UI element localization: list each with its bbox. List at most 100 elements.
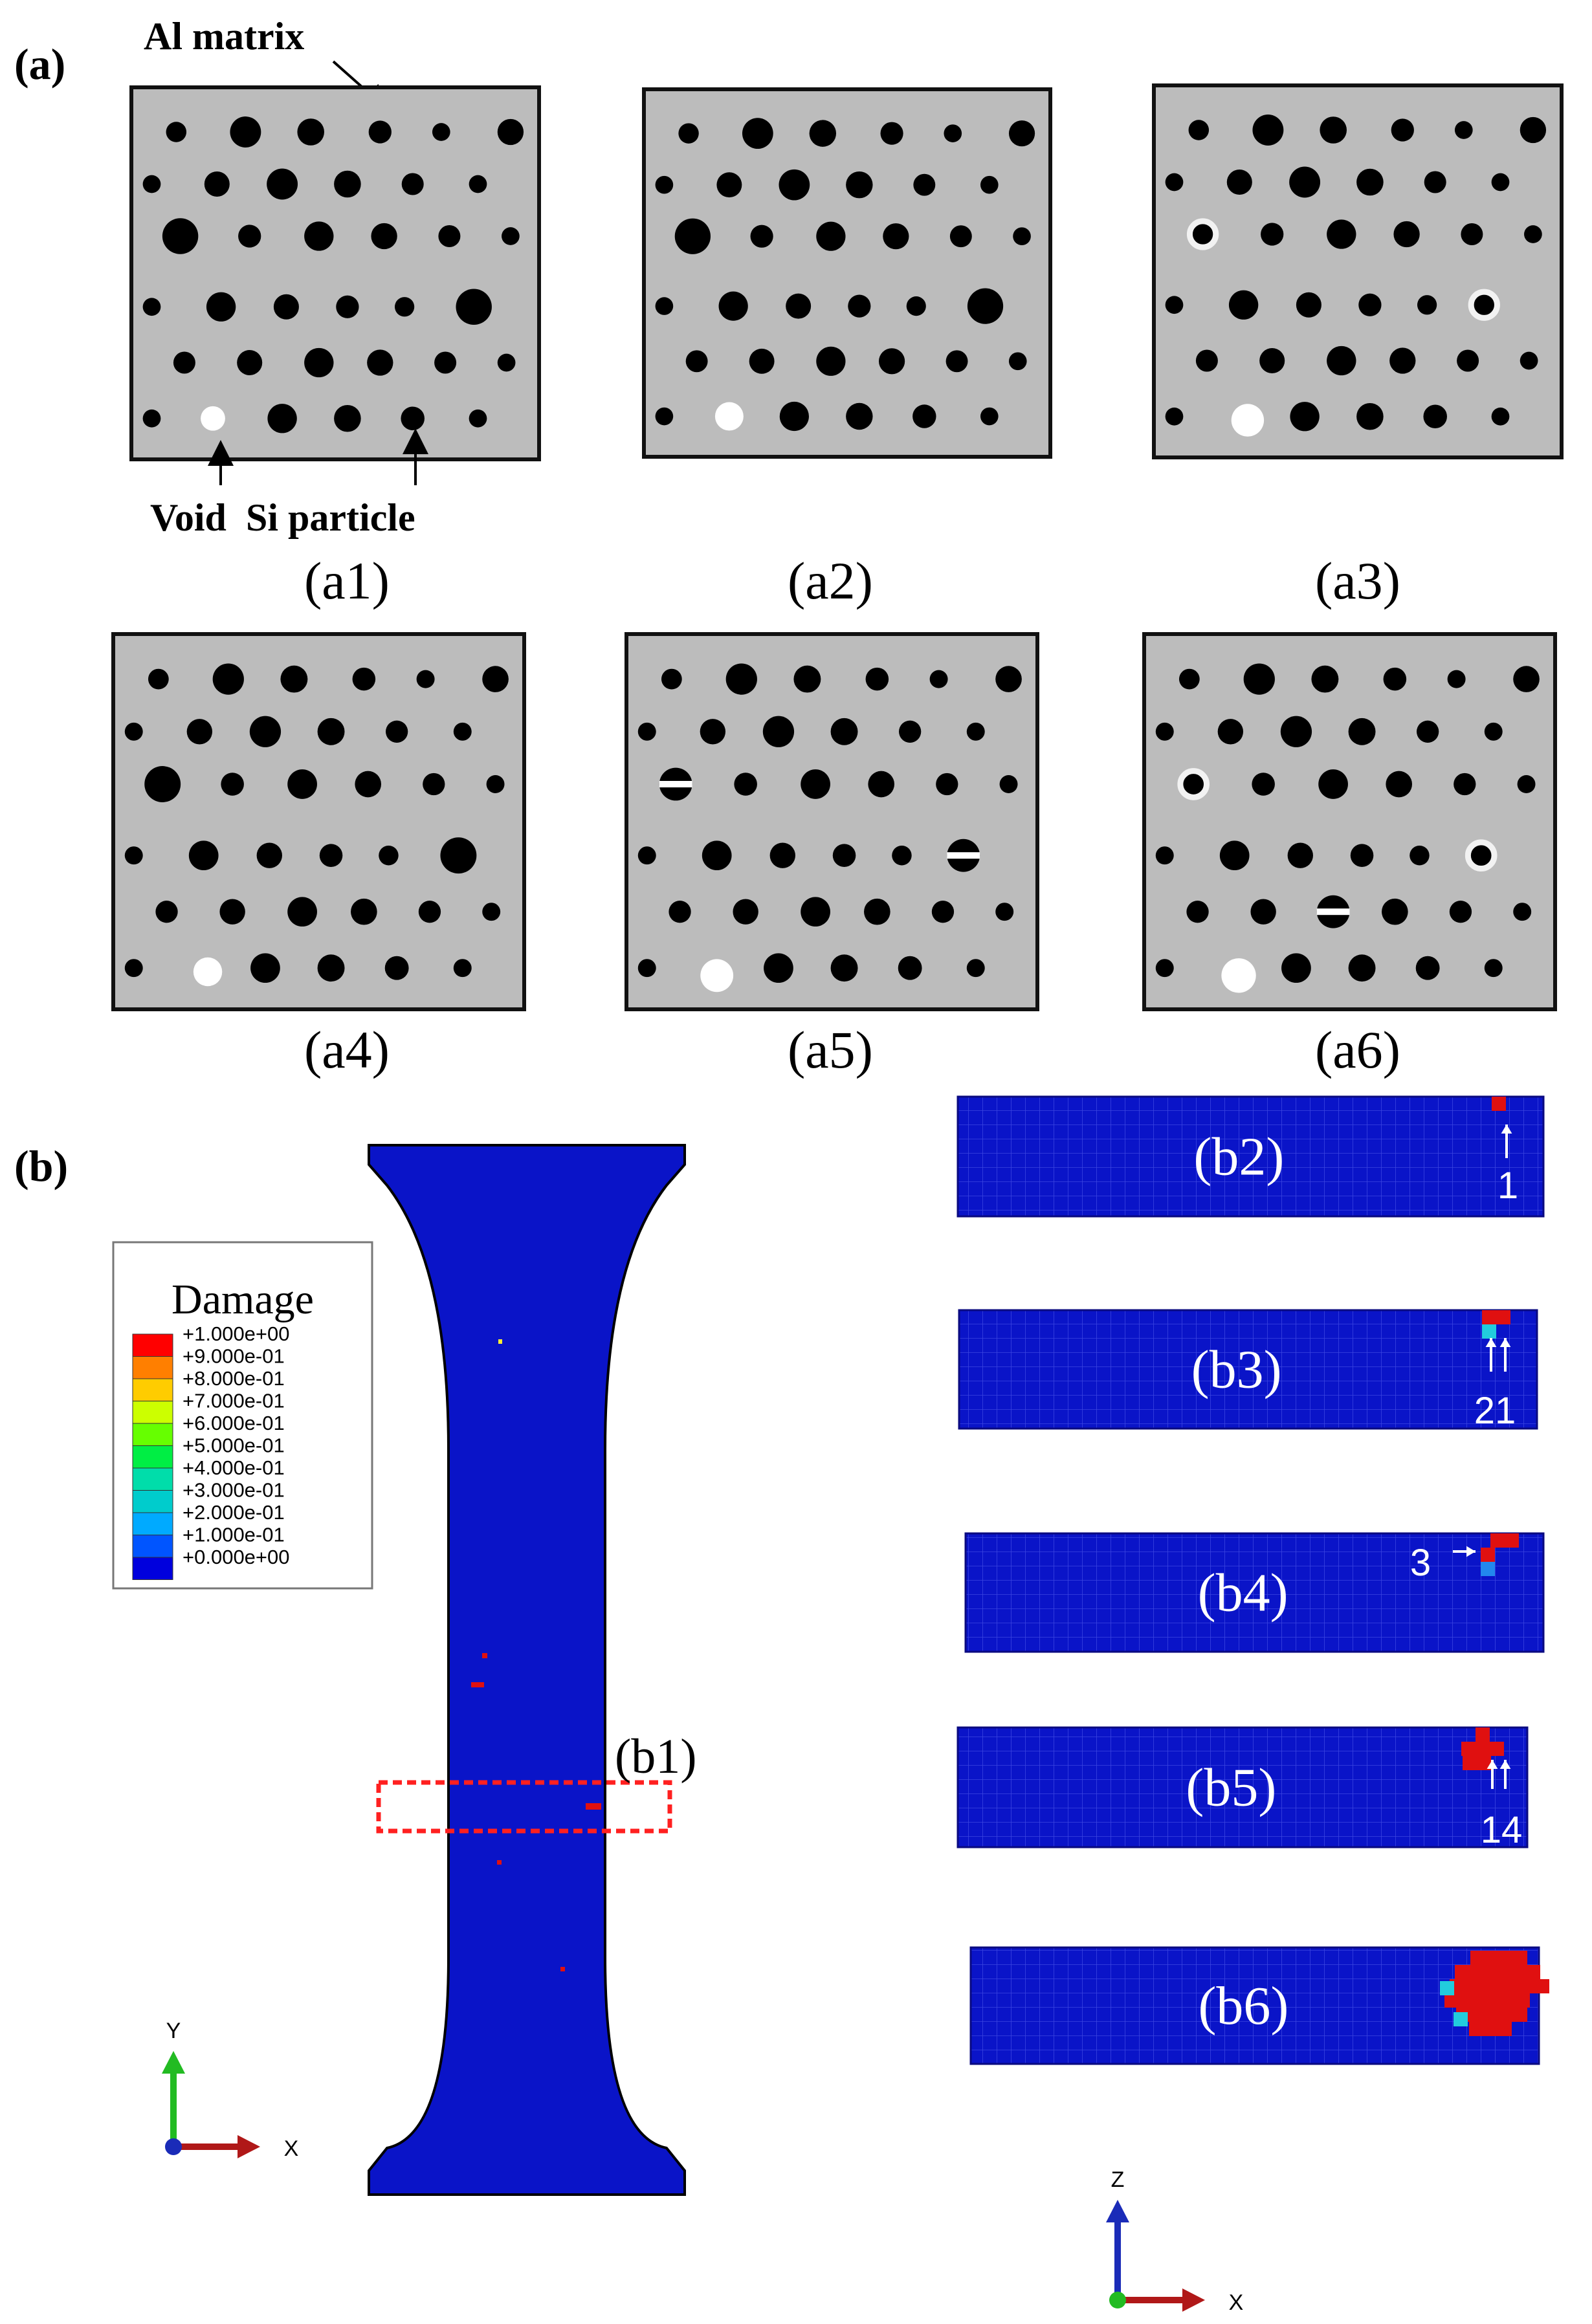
element-arrowhead bbox=[1485, 1338, 1497, 1347]
si-particle bbox=[456, 289, 492, 325]
z-axis-arrowhead bbox=[1106, 2200, 1129, 2222]
si-particle bbox=[1261, 223, 1284, 246]
si-particle bbox=[336, 295, 359, 318]
element-marker: 21 bbox=[1474, 1390, 1516, 1432]
si-particle bbox=[250, 953, 280, 983]
al-matrix bbox=[625, 632, 1039, 1011]
axis-origin-strip bbox=[1109, 2292, 1126, 2308]
si-particle bbox=[1013, 227, 1031, 246]
si-particle bbox=[432, 123, 450, 141]
si-particle bbox=[186, 719, 213, 745]
si-particle bbox=[351, 898, 377, 925]
al-matrix bbox=[1142, 632, 1557, 1011]
si-particle bbox=[1155, 722, 1174, 741]
damaged-element bbox=[1482, 1324, 1496, 1339]
void bbox=[700, 959, 734, 992]
cross-section-strip: (b2)1 bbox=[956, 1095, 1545, 1218]
si-particle bbox=[725, 663, 757, 695]
si-particle bbox=[453, 722, 472, 741]
element-arrowhead bbox=[1487, 1760, 1498, 1769]
si-particle bbox=[1252, 773, 1275, 796]
si-particle bbox=[637, 846, 656, 865]
legend-swatch bbox=[132, 1490, 173, 1513]
si-particle bbox=[966, 959, 985, 978]
y-axis-label: Y bbox=[166, 2019, 181, 2043]
legend-value: +3.000e-01 bbox=[182, 1479, 285, 1502]
microstructure-panel bbox=[129, 85, 541, 461]
si-particle bbox=[995, 666, 1022, 692]
si-particle bbox=[394, 297, 415, 317]
x-axis-label-strip: X bbox=[1229, 2290, 1244, 2315]
void-label: Void bbox=[150, 496, 227, 539]
si-particle bbox=[1327, 345, 1356, 376]
legend-value: +8.000e-01 bbox=[182, 1367, 285, 1390]
damage-spot bbox=[498, 1339, 502, 1344]
damage-spot bbox=[586, 1803, 601, 1810]
si-particle bbox=[718, 291, 748, 321]
si-particle bbox=[1165, 296, 1184, 314]
damaged-element bbox=[1456, 2008, 1527, 2022]
si-particle bbox=[249, 716, 282, 747]
si-particle bbox=[980, 407, 999, 426]
si-particle bbox=[1356, 168, 1384, 196]
element-arrowhead bbox=[1499, 1760, 1511, 1769]
si-particle bbox=[830, 954, 858, 982]
void bbox=[714, 402, 744, 431]
legend-swatch bbox=[132, 1557, 173, 1580]
si-particle bbox=[124, 846, 143, 865]
si-particle bbox=[1417, 720, 1439, 743]
si-particle bbox=[762, 716, 795, 747]
si-particle bbox=[1517, 775, 1536, 793]
si-particle bbox=[637, 722, 656, 741]
si-particle bbox=[846, 402, 873, 430]
damaged-element bbox=[1481, 1548, 1495, 1562]
si-particle bbox=[317, 954, 345, 982]
si-particle bbox=[1454, 773, 1476, 796]
si-particle bbox=[1327, 219, 1356, 249]
legend-swatch bbox=[132, 1401, 173, 1424]
y-axis-arrowhead bbox=[162, 2051, 185, 2074]
strip-grid bbox=[964, 1532, 1545, 1653]
si-particle bbox=[816, 221, 846, 251]
si-particle bbox=[674, 218, 711, 254]
si-particle bbox=[1410, 845, 1430, 866]
si-particle bbox=[469, 175, 487, 193]
si-particle bbox=[212, 663, 244, 695]
si-particle bbox=[1449, 901, 1472, 923]
legend-swatch bbox=[132, 1535, 173, 1558]
si-particle bbox=[334, 170, 361, 198]
si-particle bbox=[1226, 169, 1252, 195]
region-b1-box bbox=[376, 1780, 672, 1834]
si-particle bbox=[1243, 663, 1275, 695]
legend-color-bar bbox=[132, 1333, 173, 1580]
si-particle bbox=[155, 901, 178, 923]
x-axis-label: X bbox=[284, 2136, 299, 2161]
si-particle bbox=[1296, 292, 1321, 318]
si-particle bbox=[221, 773, 244, 796]
si-particle bbox=[906, 296, 926, 316]
strip-label: (b5) bbox=[1186, 1758, 1276, 1818]
si-particle bbox=[386, 720, 408, 743]
si-particle bbox=[1382, 898, 1408, 925]
al-matrix bbox=[1152, 83, 1564, 459]
si-particle bbox=[1391, 118, 1414, 142]
si-particle bbox=[880, 122, 903, 145]
si-particle bbox=[1520, 116, 1547, 144]
si-particle bbox=[786, 293, 812, 319]
si-particle bbox=[899, 720, 922, 743]
cross-section-strip: (b4)3 bbox=[964, 1532, 1545, 1653]
si-particle bbox=[846, 171, 873, 199]
si-particle bbox=[801, 897, 830, 927]
si-particle bbox=[848, 294, 871, 318]
si-particle bbox=[945, 350, 968, 373]
si-particle bbox=[1318, 769, 1348, 799]
cross-section-strips: (b2)1(b3)21(b4)3(b5)14(b6) bbox=[956, 1095, 1549, 2065]
si-particle bbox=[319, 844, 343, 867]
microstructure-panel bbox=[1142, 632, 1557, 1011]
si-particle bbox=[204, 171, 230, 197]
si-particle bbox=[440, 837, 477, 874]
legend-value: +6.000e-01 bbox=[182, 1412, 285, 1434]
si-particle bbox=[864, 898, 890, 925]
void bbox=[193, 957, 223, 987]
